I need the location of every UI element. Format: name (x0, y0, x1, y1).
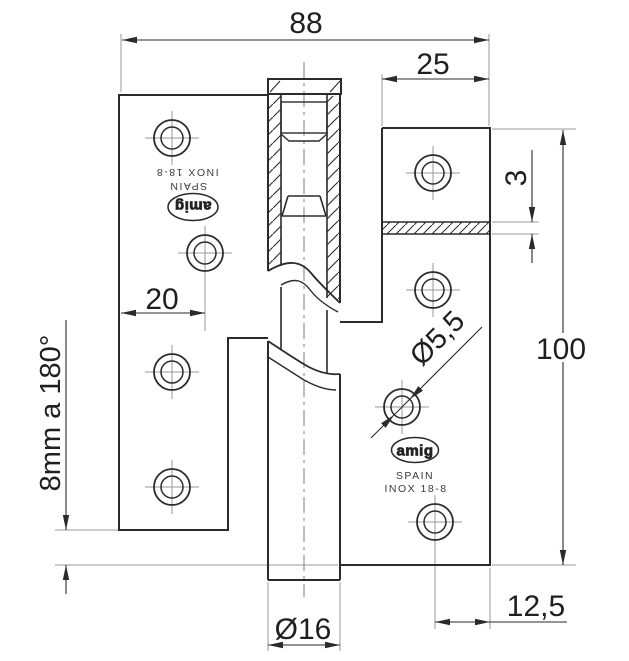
left-hole-2 (186, 234, 224, 272)
cap (267, 78, 342, 95)
brand-logo-text: amig (396, 443, 433, 460)
left-hole-3 (153, 353, 191, 391)
pin-taper (281, 195, 327, 217)
origin-text: SPAIN (169, 180, 207, 192)
lower-helix (267, 340, 341, 376)
dim-overall-width: 88 (289, 7, 322, 40)
left-hole-1 (153, 119, 191, 157)
dim-right-leaf-width: 25 (416, 48, 449, 81)
material-text: INOX 18-8 (384, 483, 447, 495)
dim-overall-height: 100 (536, 333, 586, 366)
right-hole-2 (414, 271, 452, 309)
knurled-pin-head (280, 101, 328, 134)
brand-stamp-right: amig SPAIN INOX 18-8 (384, 436, 447, 495)
brand-stamp-left: amig SPAIN INOX 18-8 (155, 166, 219, 222)
dim-knuckle-diameter: Ø16 (275, 613, 332, 646)
brand-logo-oval (390, 436, 440, 464)
left-leaf (118, 94, 268, 531)
dim-rise-note: 8mm a 180° (35, 335, 67, 492)
right-leaf (340, 127, 491, 566)
origin-text: SPAIN (396, 470, 434, 482)
dim-hole-offset: 20 (145, 283, 178, 316)
right-hole-4 (416, 503, 454, 541)
knuckle-section (267, 78, 342, 581)
upper-helix (267, 262, 341, 304)
material-text: INOX 18-8 (155, 166, 218, 178)
brand-logo-text: amig (174, 198, 211, 215)
section-band (383, 222, 489, 234)
brand-logo-oval (167, 192, 219, 222)
right-hole-1 (414, 154, 452, 192)
dim-hole-edge-offset: 12,5 (507, 590, 565, 623)
left-hole-4 (153, 468, 191, 506)
right-hole-3 (383, 388, 421, 426)
dim-leaf-thickness: 3 (500, 170, 533, 187)
dimension-arrows (62, 36, 567, 649)
